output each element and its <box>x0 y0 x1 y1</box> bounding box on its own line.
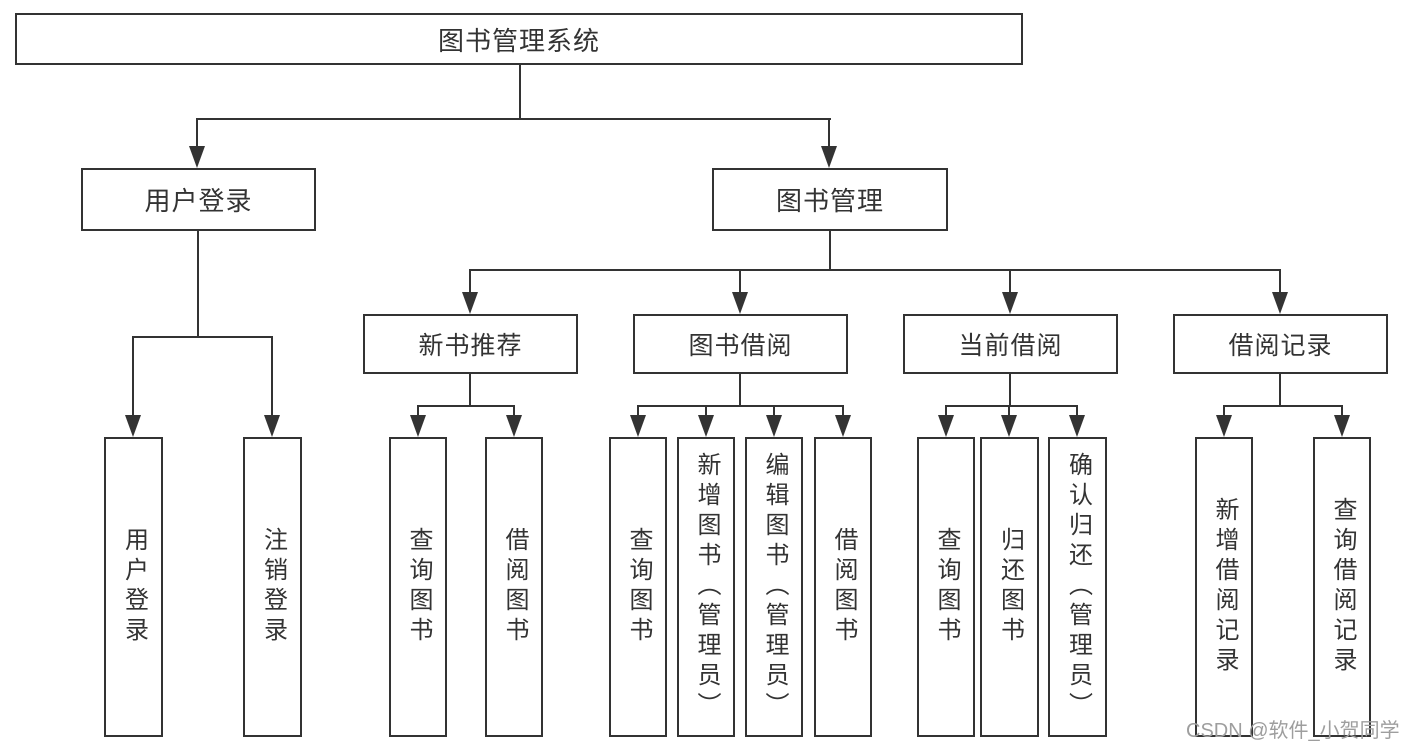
edge-stem-leaf <box>513 405 515 418</box>
edge-stem-leaf <box>945 405 947 418</box>
node-label: 新书推荐 <box>418 332 523 360</box>
edge-branch-level2 <box>196 118 831 120</box>
edge-stem-leaf <box>1008 405 1010 418</box>
edge-root-stem <box>519 63 521 119</box>
node-label: 当前借阅 <box>958 332 1063 360</box>
leaf-label: 借阅图书 <box>830 527 857 647</box>
edge-current-borrowing-stem <box>1009 374 1011 407</box>
edge-stem-leaf-user-login <box>132 336 134 418</box>
edge-arrowhead-book-borrowing <box>732 292 748 314</box>
edge-stem-book-borrowing <box>739 269 741 294</box>
edge-arrowhead-leaf <box>835 415 851 437</box>
edge-arrowhead-leaf <box>506 415 522 437</box>
leaf-logout: 注销登录 <box>243 437 302 737</box>
node-book-borrowing: 图书借阅 <box>633 314 848 374</box>
edge-stem-current-borrowing <box>1009 269 1011 294</box>
leaf-return-book: 归还图书 <box>980 437 1039 737</box>
leaf-label: 归还图书 <box>996 527 1024 647</box>
leaf-query-books-recommend: 查询图书 <box>389 437 447 737</box>
edge-stem-new-book-recommend <box>469 269 471 294</box>
node-new-book-recommend: 新书推荐 <box>363 314 578 374</box>
edge-stem-leaf <box>842 405 844 418</box>
edge-stem-user-login <box>196 118 198 150</box>
edge-arrowhead-leaf <box>698 415 714 437</box>
node-current-borrowing: 当前借阅 <box>903 314 1118 374</box>
edge-book-management-stem <box>829 231 831 271</box>
edge-stem-leaf <box>773 405 775 418</box>
leaf-user-login: 用户登录 <box>104 437 163 737</box>
leaf-label: 注销登录 <box>259 527 287 647</box>
edge-branch-user-login <box>132 336 273 338</box>
edge-arrowhead-book-management <box>821 146 837 168</box>
edge-arrowhead-leaf-logout <box>264 415 280 437</box>
edge-stem-leaf <box>1341 405 1343 418</box>
node-user-login: 用户登录 <box>81 168 316 231</box>
leaf-label: 新增借阅记录 <box>1211 497 1238 677</box>
edge-arrowhead-leaf <box>1069 415 1085 437</box>
edge-stem-leaf <box>637 405 639 418</box>
node-borrow-records: 借阅记录 <box>1173 314 1388 374</box>
leaf-label: 用户登录 <box>120 527 148 647</box>
edge-branch-current-borrowing <box>945 405 1078 407</box>
edge-arrowhead-leaf <box>410 415 426 437</box>
edge-stem-leaf <box>705 405 707 418</box>
edge-arrowhead-leaf-user-login <box>125 415 141 437</box>
edge-arrowhead-new-book-recommend <box>462 292 478 314</box>
edge-new-book-recommend-stem <box>469 374 471 407</box>
leaf-borrow-books-recommend: 借阅图书 <box>485 437 543 737</box>
leaf-label: 借阅图书 <box>501 527 528 647</box>
node-label: 图书管理系统 <box>437 25 600 56</box>
leaf-add-borrow-record: 新增借阅记录 <box>1195 437 1253 737</box>
edge-arrowhead-leaf <box>938 415 954 437</box>
edge-borrow-records-stem <box>1279 374 1281 407</box>
edge-arrowhead-leaf <box>1001 415 1017 437</box>
node-label: 用户登录 <box>144 186 253 216</box>
node-label: 图书借阅 <box>688 332 793 360</box>
edge-stem-leaf <box>1223 405 1225 418</box>
edge-stem-leaf <box>1076 405 1078 418</box>
node-label: 图书管理 <box>775 186 884 216</box>
edge-arrowhead-leaf <box>1216 415 1232 437</box>
leaf-query-borrow-record: 查询借阅记录 <box>1313 437 1371 737</box>
leaf-query-books-borrowing: 查询图书 <box>609 437 667 737</box>
leaf-label: 查询图书 <box>933 527 960 647</box>
edge-branch-level3 <box>469 269 1281 271</box>
leaf-edit-book-admin: 编辑图书（管理员） <box>745 437 803 737</box>
edge-arrowhead-user-login <box>189 146 205 168</box>
edge-arrowhead-leaf <box>630 415 646 437</box>
edge-stem-book-management <box>828 118 830 150</box>
edge-arrowhead-leaf <box>766 415 782 437</box>
edge-arrowhead-borrow-records <box>1272 292 1288 314</box>
leaf-label: 查询图书 <box>625 527 652 647</box>
node-library-management-system: 图书管理系统 <box>15 13 1023 65</box>
leaf-label: 查询图书 <box>405 527 432 647</box>
edge-branch-book-borrowing <box>637 405 844 407</box>
leaf-borrow-books: 借阅图书 <box>814 437 872 737</box>
edge-stem-leaf-logout <box>271 336 273 418</box>
edge-stem-borrow-records <box>1279 269 1281 294</box>
edge-arrowhead-leaf <box>1334 415 1350 437</box>
leaf-label: 确认归还（管理员） <box>1064 452 1092 722</box>
leaf-label: 新增图书（管理员） <box>693 452 720 722</box>
edge-branch-new-book-recommend <box>417 405 515 407</box>
edge-user-login-stem <box>197 231 199 338</box>
leaf-label: 编辑图书（管理员） <box>761 452 788 722</box>
leaf-add-book-admin: 新增图书（管理员） <box>677 437 735 737</box>
edge-stem-leaf <box>417 405 419 418</box>
node-label: 借阅记录 <box>1228 332 1333 360</box>
node-book-management: 图书管理 <box>712 168 948 231</box>
edge-arrowhead-current-borrowing <box>1002 292 1018 314</box>
leaf-label: 查询借阅记录 <box>1329 497 1356 677</box>
leaf-query-books-current: 查询图书 <box>917 437 975 737</box>
leaf-confirm-return-admin: 确认归还（管理员） <box>1048 437 1107 737</box>
edge-branch-borrow-records <box>1223 405 1343 407</box>
edge-book-borrowing-stem <box>739 374 741 407</box>
csdn-watermark: CSDN @软件_小贺同学 <box>1186 720 1400 742</box>
